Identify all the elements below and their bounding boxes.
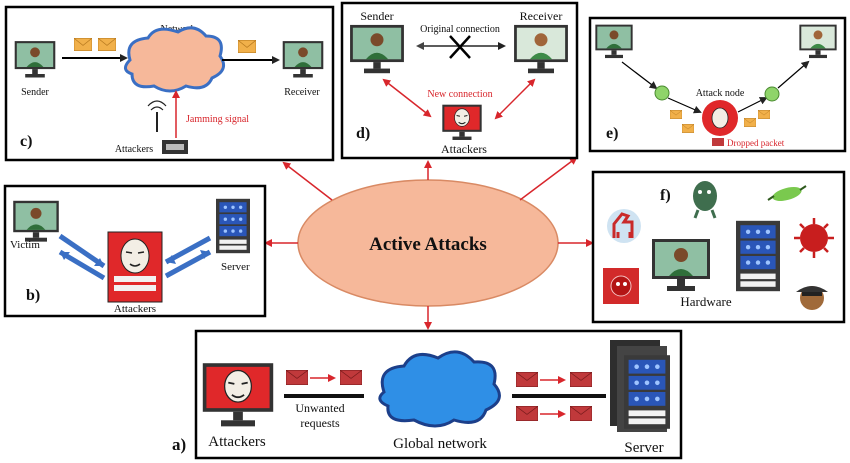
packet-icon xyxy=(758,110,770,119)
sender-to-node-arrow xyxy=(621,61,658,90)
sender-attacker-connection xyxy=(382,78,432,118)
panel-b-server-label: Server xyxy=(221,261,250,273)
panel-c-jamming-label: Jamming signal xyxy=(186,114,249,125)
packet-icon xyxy=(570,406,592,421)
antenna-icon xyxy=(147,100,167,132)
center-title: Active Attacks xyxy=(369,234,487,255)
center-hub: Active Attacks xyxy=(264,156,594,330)
panel-f-letter: f) xyxy=(660,187,671,204)
packet-icon xyxy=(682,124,694,133)
green-bug-icon xyxy=(767,185,807,201)
panel-c-network-label: Network xyxy=(161,24,196,35)
spoke-to-c xyxy=(282,161,333,201)
panel-f-hardware-label: Hardware xyxy=(680,294,731,309)
unwanted-request-packets xyxy=(286,370,362,385)
panel-d-sender-label: Sender xyxy=(360,9,393,23)
panel-b-letter: b) xyxy=(26,287,40,304)
relay-node-icon xyxy=(764,86,780,102)
attacker-to-node-arrow xyxy=(737,97,768,113)
virus-cell-icon xyxy=(603,268,639,304)
connection-bar xyxy=(284,394,364,398)
node-to-attacker-arrow xyxy=(667,97,702,114)
receiver-attacker-connection xyxy=(494,78,536,120)
spoke-to-e xyxy=(519,156,578,201)
dropped-packet-legend-icon xyxy=(712,138,724,146)
server-icon xyxy=(624,355,670,429)
packet-icon xyxy=(516,372,538,387)
global-network-cloud-icon xyxy=(378,350,501,428)
server-attacker-arrows xyxy=(164,235,212,279)
panel-d-receiver-label: Receiver xyxy=(520,9,563,23)
outgoing-packets xyxy=(516,372,592,421)
panel-a-network-label: Global network xyxy=(393,436,487,452)
envelope-icon xyxy=(74,38,92,51)
panel-c-attackers-label: Attackers xyxy=(115,144,153,155)
panel-a-unwanted-line1: Unwanted xyxy=(295,401,344,415)
panel-c-letter: c) xyxy=(20,133,32,150)
packet-icon xyxy=(286,370,308,385)
panel-e-dropped-label: Dropped packet xyxy=(727,138,785,148)
packet-icon xyxy=(670,110,682,119)
panel-a: Attackers Unwanted requests Global netwo… xyxy=(172,329,683,460)
panel-c: Network Sender Receiver Jamming signal A… xyxy=(4,5,335,162)
panel-e-letter: e) xyxy=(606,125,618,142)
packet-icon xyxy=(744,118,756,127)
node-to-receiver-arrow xyxy=(777,60,810,89)
panel-d: Sender Receiver Original connection New … xyxy=(340,1,579,160)
panel-d-new-conn-label: New connection xyxy=(427,89,492,100)
panel-a-unwanted-line2: requests xyxy=(300,416,340,430)
panel-d-letter: d) xyxy=(356,125,370,142)
panel-e-attack-node-label: Attack node xyxy=(696,88,745,99)
panel-c-receiver-label: Receiver xyxy=(284,87,320,98)
panel-b-victim-label: Victim xyxy=(10,239,40,251)
panel-b: Victim Attackers Server b) xyxy=(3,184,267,318)
panel-a-letter: a) xyxy=(172,435,186,454)
spy-hat-icon xyxy=(796,286,828,310)
trojan-horse-icon xyxy=(607,209,641,243)
relay-node-icon xyxy=(654,85,670,101)
connection-bar xyxy=(512,394,606,398)
panel-a-server-label: Server xyxy=(624,440,663,456)
server-icon xyxy=(736,220,780,292)
panel-d-attackers-label: Attackers xyxy=(441,142,487,156)
panel-a-attackers-label: Attackers xyxy=(208,434,266,450)
attacker-icon xyxy=(107,231,163,303)
panel-f: f) Hardware xyxy=(591,170,846,324)
packet-icon xyxy=(516,406,538,421)
server-icon xyxy=(216,198,250,254)
panel-b-attackers-label: Attackers xyxy=(114,303,156,315)
panel-e: Attack node Dropped packet e) xyxy=(588,16,847,153)
cross-icon xyxy=(449,35,471,59)
worm-bug-icon xyxy=(693,181,717,219)
packet-icon xyxy=(570,372,592,387)
envelope-icon xyxy=(238,40,256,53)
victim-attacker-arrows xyxy=(58,233,106,281)
panel-d-original-label: Original connection xyxy=(420,24,500,35)
network-cloud-icon xyxy=(124,26,226,93)
jammer-device-icon xyxy=(162,140,188,154)
red-virus-icon xyxy=(794,218,834,258)
envelope-icon xyxy=(98,38,116,51)
panel-c-sender-label: Sender xyxy=(21,87,49,98)
packet-icon xyxy=(340,370,362,385)
attack-node-mask-icon xyxy=(711,107,729,129)
